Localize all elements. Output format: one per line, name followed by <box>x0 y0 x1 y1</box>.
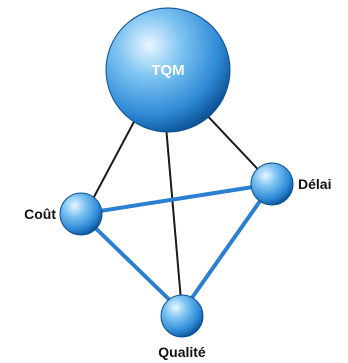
edge-tqm-delay <box>201 109 269 181</box>
tqm-hub-node: TQM <box>105 7 231 133</box>
delay-label: Délai <box>298 176 331 192</box>
quality-label: Qualité <box>158 344 206 360</box>
edge-tqm-quality <box>165 125 183 313</box>
tqm-hub-label: TQM <box>151 62 184 79</box>
edge-delay-quality <box>180 182 274 314</box>
edge-tqm-cost <box>85 117 137 213</box>
cost-node <box>59 192 103 236</box>
delay-node <box>250 162 294 206</box>
edge-cost-quality <box>79 212 184 314</box>
edge-cost-delay <box>80 182 273 216</box>
quality-node <box>160 294 204 338</box>
cost-label: Coût <box>24 206 56 222</box>
